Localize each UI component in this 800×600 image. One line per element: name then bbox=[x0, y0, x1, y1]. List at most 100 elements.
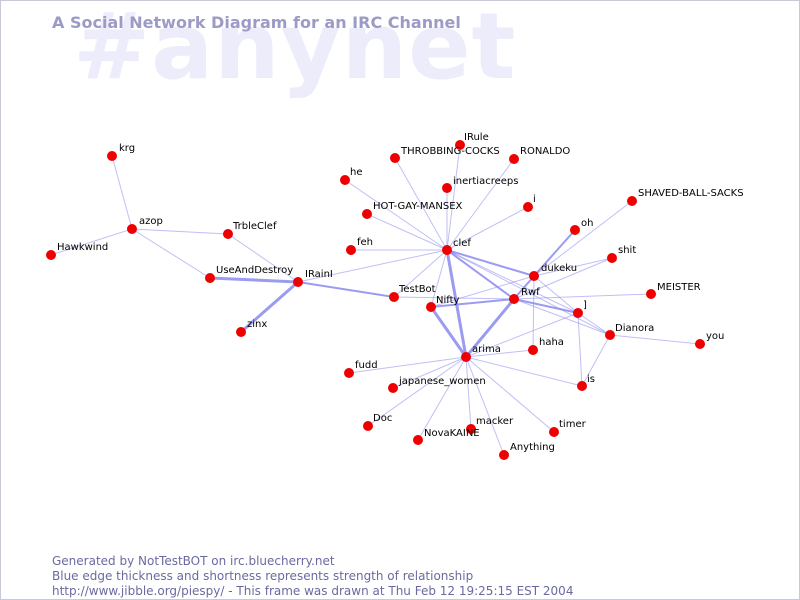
node-label-nifty: Nifty bbox=[436, 295, 460, 306]
node-trbleclef bbox=[223, 229, 233, 239]
edge-dukeku-haha bbox=[532, 275, 535, 351]
node-label-clef: clef bbox=[453, 238, 471, 249]
node-label-timer: timer bbox=[559, 419, 587, 430]
node-hot-gay-mansex bbox=[362, 209, 372, 219]
node-label-hawkwind: Hawkwind bbox=[57, 242, 108, 253]
node-he bbox=[340, 175, 350, 185]
edge-rwf-shit bbox=[513, 257, 613, 300]
node-label-shaved-ball-sacks: SHAVED-BALL-SACKS bbox=[638, 188, 744, 199]
footer-generated-by: Generated by NotTestBOT on irc.bluecherr… bbox=[52, 554, 335, 568]
node-zinx bbox=[236, 327, 246, 337]
edge-clef-rwf bbox=[446, 249, 515, 300]
node-bracket bbox=[573, 308, 583, 318]
node-rwf bbox=[509, 294, 519, 304]
node-label-iraini: IRainI bbox=[305, 269, 333, 280]
edge-irule-clef bbox=[446, 144, 461, 251]
node-useanddestroy bbox=[205, 273, 215, 283]
edge-azop-useanddestroy bbox=[131, 228, 211, 279]
node-label-zinx: zinx bbox=[247, 319, 267, 330]
edge-nifty-rwf bbox=[430, 298, 515, 308]
edge-arima-is bbox=[465, 356, 583, 387]
node-haha bbox=[528, 345, 538, 355]
edge-rwf-meister bbox=[513, 293, 652, 300]
edge-shaved-ball-sacks-dukeku bbox=[533, 200, 633, 277]
node-label-krg: krg bbox=[119, 143, 135, 154]
edge-arima-fudd bbox=[348, 356, 467, 374]
node-label-rwf: Rwf bbox=[521, 287, 540, 298]
node-anything bbox=[499, 450, 509, 460]
edge-rwf-dianora bbox=[513, 298, 611, 336]
edge-shit-dukeku bbox=[533, 257, 613, 277]
node-label-haha: haha bbox=[539, 337, 564, 348]
edge-rwf-arima bbox=[464, 298, 516, 358]
node-layer bbox=[46, 140, 705, 460]
footer-info: Generated by NotTestBOT on irc.bluecherr… bbox=[52, 554, 573, 599]
node-i bbox=[523, 202, 533, 212]
edge-iraini-zinx bbox=[240, 280, 299, 334]
edge-iraini-testbot bbox=[297, 281, 395, 298]
node-oh bbox=[570, 225, 580, 235]
node-shit bbox=[607, 253, 617, 263]
edge-bracket-dianora bbox=[577, 312, 611, 336]
edge-dianora-you bbox=[609, 334, 701, 345]
node-label-feh: feh bbox=[357, 237, 373, 248]
node-label-irule: IRule bbox=[464, 132, 489, 143]
node-label-doc: Doc bbox=[373, 413, 392, 424]
node-novakaine bbox=[413, 435, 423, 445]
node-label-he: he bbox=[350, 167, 363, 178]
node-label-dukeku: dukeku bbox=[541, 263, 577, 274]
node-label-dianora: Dianora bbox=[615, 323, 654, 334]
node-timer bbox=[549, 427, 559, 437]
node-azop bbox=[127, 224, 137, 234]
node-meister bbox=[646, 289, 656, 299]
node-dukeku bbox=[529, 271, 539, 281]
node-ronaldo bbox=[509, 154, 519, 164]
node-label-arima: arima bbox=[472, 344, 501, 355]
node-is bbox=[577, 381, 587, 391]
node-label-anything: Anything bbox=[510, 442, 555, 453]
edge-hot-gay-mansex-clef bbox=[366, 213, 448, 251]
node-macker bbox=[466, 424, 476, 434]
edge-ronaldo-clef bbox=[446, 158, 515, 251]
edge-clef-arima bbox=[445, 249, 468, 358]
node-japanese-women bbox=[388, 383, 398, 393]
edge-dukeku-rwf bbox=[513, 275, 535, 300]
edge-arima-novakaine bbox=[417, 356, 467, 441]
edge-throbbing-cocks-clef bbox=[394, 157, 448, 251]
edge-clef-dukeku bbox=[446, 249, 535, 277]
edge-arima-japanese-women bbox=[392, 356, 467, 389]
footer-source-timestamp: http://www.jibble.org/piespy/ - This fra… bbox=[52, 584, 574, 598]
node-label-oh: oh bbox=[581, 218, 593, 229]
node-you bbox=[695, 339, 705, 349]
node-label-shit: shit bbox=[618, 245, 636, 256]
node-label-ronaldo: RONALDO bbox=[520, 146, 570, 157]
edge-arima-anything bbox=[465, 356, 505, 456]
edge-bracket-is bbox=[577, 312, 583, 387]
node-testbot bbox=[389, 292, 399, 302]
node-label-novakaine: NovaKAINE bbox=[424, 428, 480, 439]
node-label-bracket: ] bbox=[583, 300, 587, 311]
edge-trbleclef-iraini bbox=[227, 233, 299, 283]
edge-arima-macker bbox=[465, 356, 472, 430]
node-label-inertiacreeps: inertiacreeps bbox=[453, 176, 518, 187]
node-label-meister: MEISTER bbox=[657, 282, 701, 293]
node-label-fudd: fudd bbox=[355, 360, 378, 371]
edge-oh-dukeku bbox=[533, 229, 576, 277]
node-label-hot-gay-mansex: HOT-GAY-MANSEX bbox=[373, 201, 463, 212]
edge-testbot-rwf bbox=[393, 296, 515, 300]
edge-arima-bracket bbox=[465, 312, 579, 358]
footer-legend-note: Blue edge thickness and shortness repres… bbox=[52, 569, 474, 583]
edge-i-clef bbox=[446, 206, 529, 251]
edge-iraini-clef bbox=[297, 249, 448, 283]
edge-dukeku-nifty bbox=[430, 275, 535, 308]
node-krg bbox=[107, 151, 117, 161]
edge-layer bbox=[50, 144, 701, 456]
node-iraini bbox=[293, 277, 303, 287]
node-label-you: you bbox=[706, 331, 724, 342]
edge-he-clef bbox=[344, 179, 448, 251]
edge-azop-trbleclef bbox=[131, 228, 229, 235]
node-label-trbleclef: TrbleClef bbox=[232, 221, 277, 232]
